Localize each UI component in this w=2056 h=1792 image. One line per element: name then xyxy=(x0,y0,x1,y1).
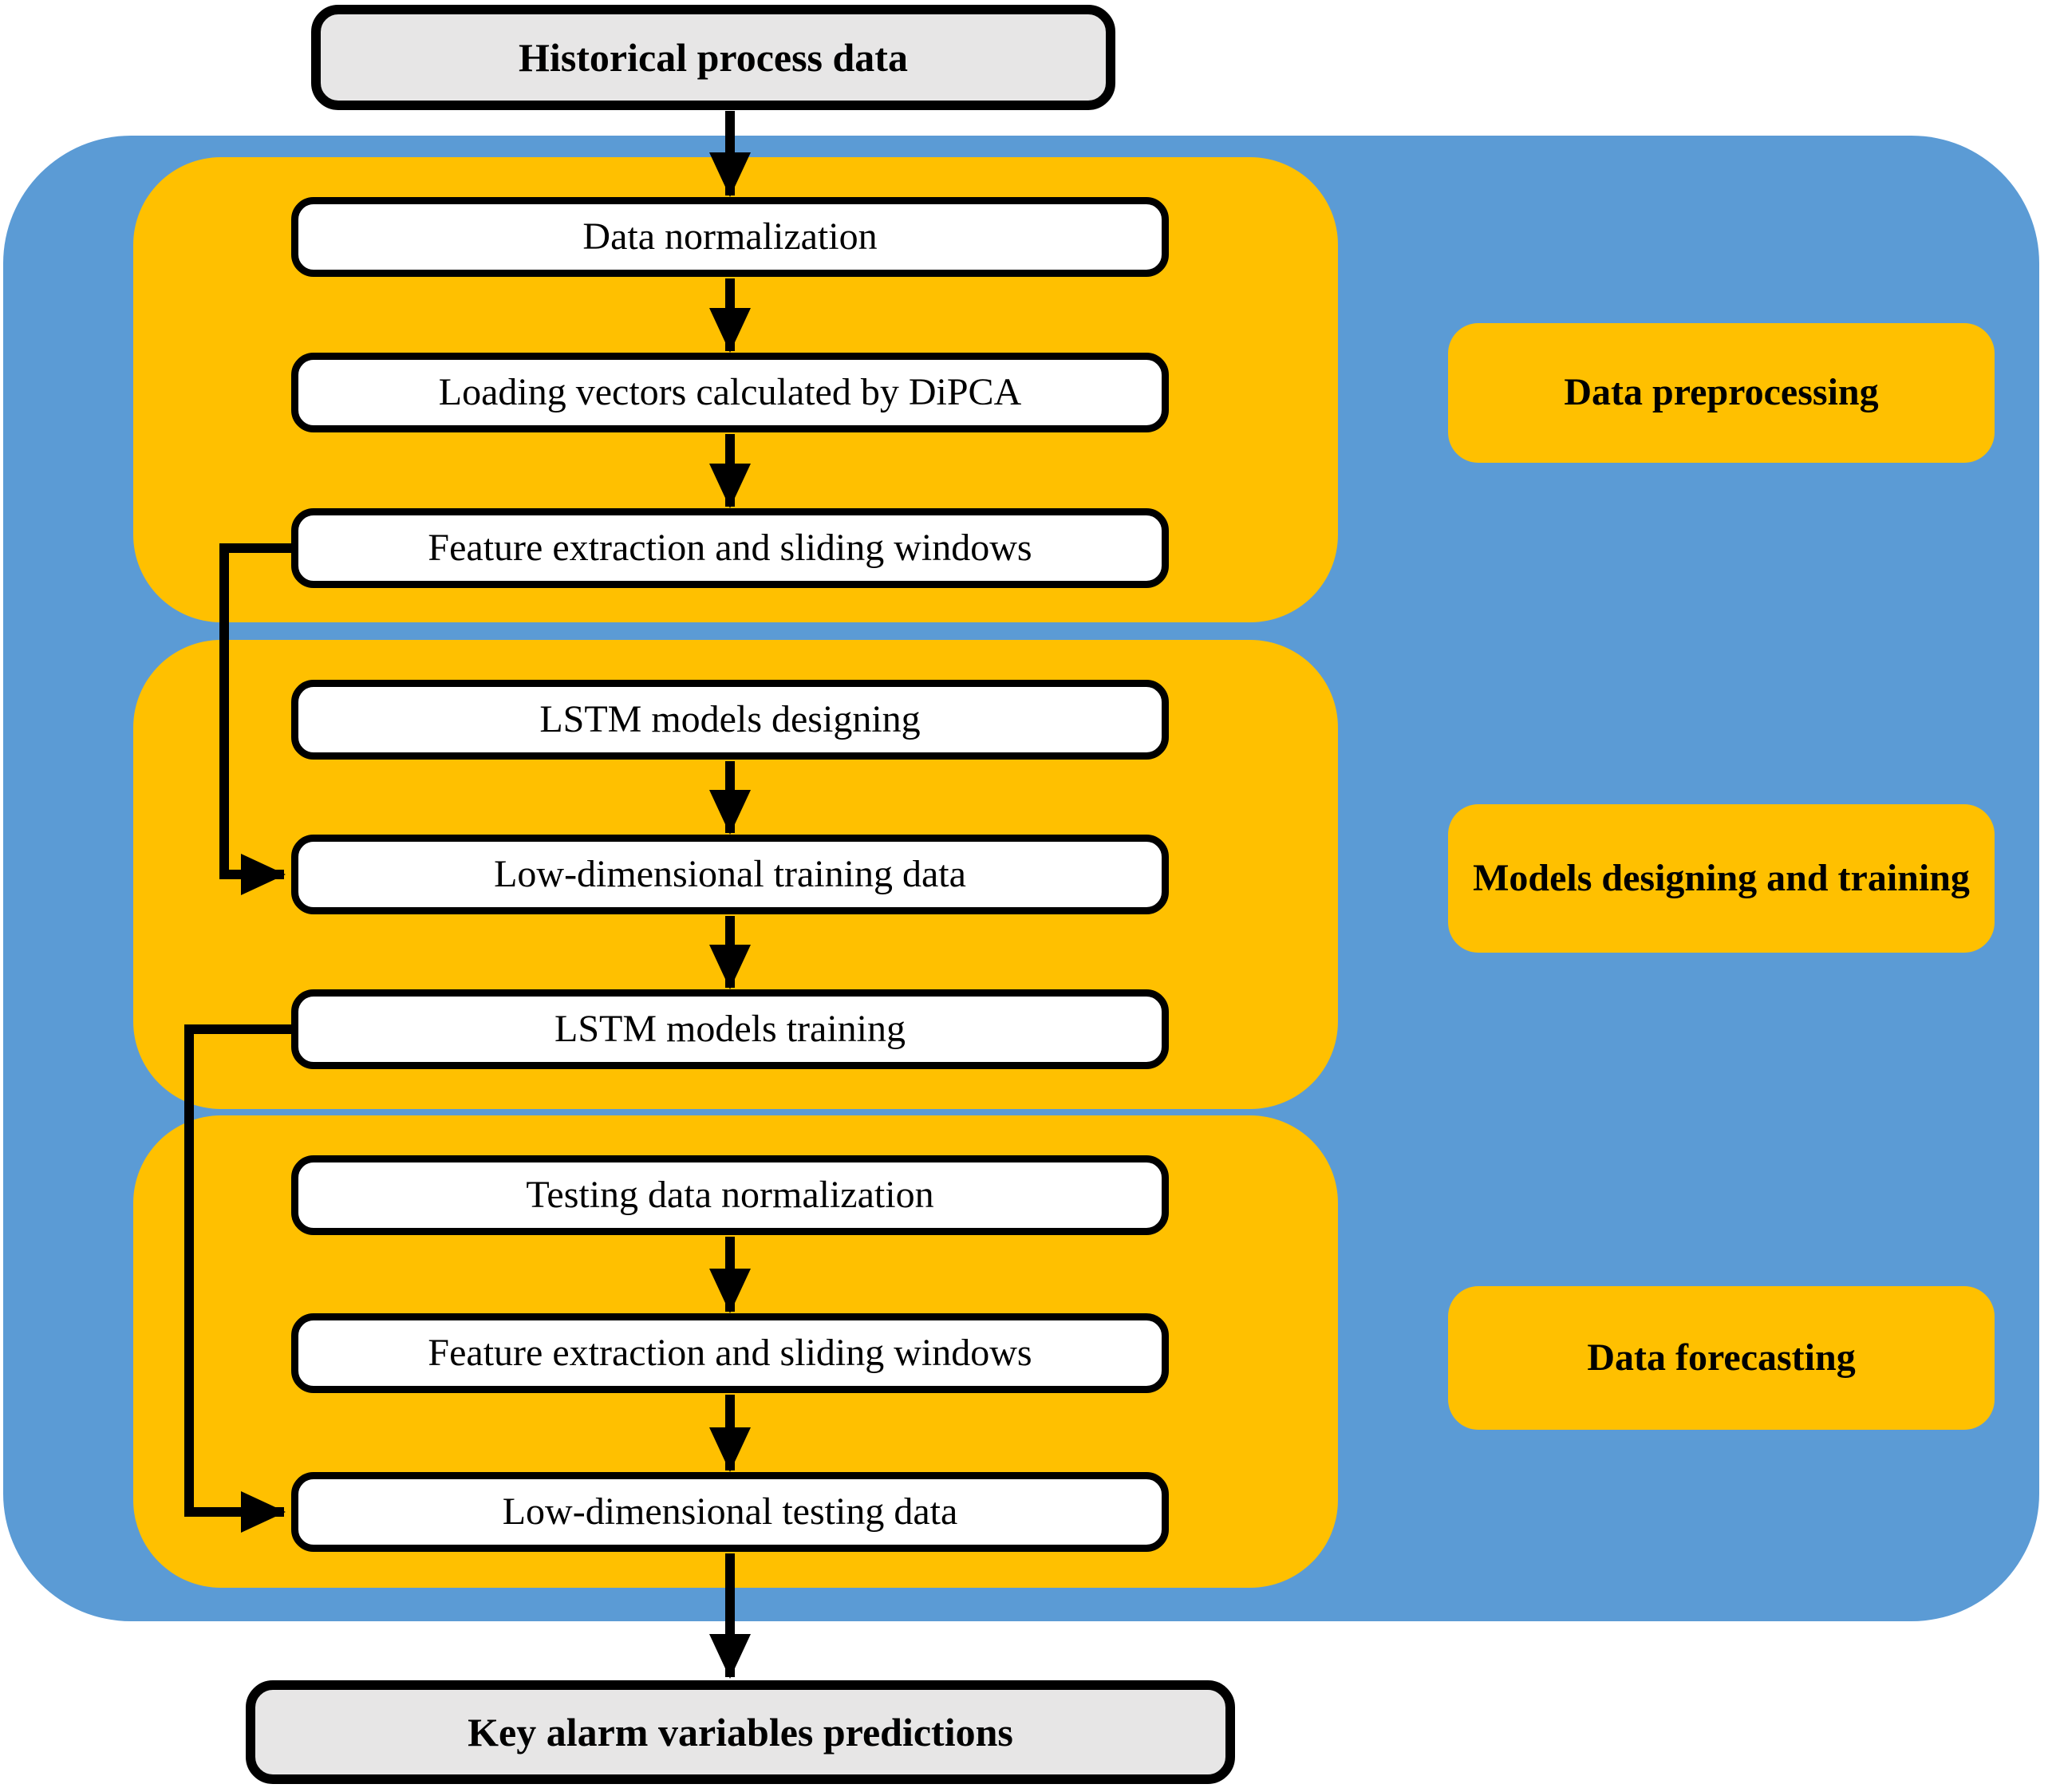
step-lstm-models-designing: LSTM models designing xyxy=(291,680,1169,760)
step-low-dimensional-training-data: Low-dimensional training data xyxy=(291,835,1169,914)
start-box-historical-process-data: Historical process data xyxy=(311,5,1115,110)
step-low-dimensional-testing-data: Low-dimensional testing data xyxy=(291,1472,1169,1552)
step-loading-vectors-dipca: Loading vectors calculated by DiPCA xyxy=(291,353,1169,432)
step-testing-data-normalization: Testing data normalization xyxy=(291,1155,1169,1235)
section-label-data-preprocessing: Data preprocessing xyxy=(1448,323,1995,463)
step-feature-extraction-sliding-windows-test: Feature extraction and sliding windows xyxy=(291,1313,1169,1393)
section-label-data-forecasting: Data forecasting xyxy=(1448,1286,1995,1430)
end-box-key-alarm-variables-predictions: Key alarm variables predictions xyxy=(246,1680,1235,1784)
step-feature-extraction-sliding-windows-train: Feature extraction and sliding windows xyxy=(291,508,1169,588)
step-lstm-models-training: LSTM models training xyxy=(291,989,1169,1069)
step-data-normalization: Data normalization xyxy=(291,197,1169,277)
section-label-models-designing-training: Models designing and training xyxy=(1448,804,1995,953)
